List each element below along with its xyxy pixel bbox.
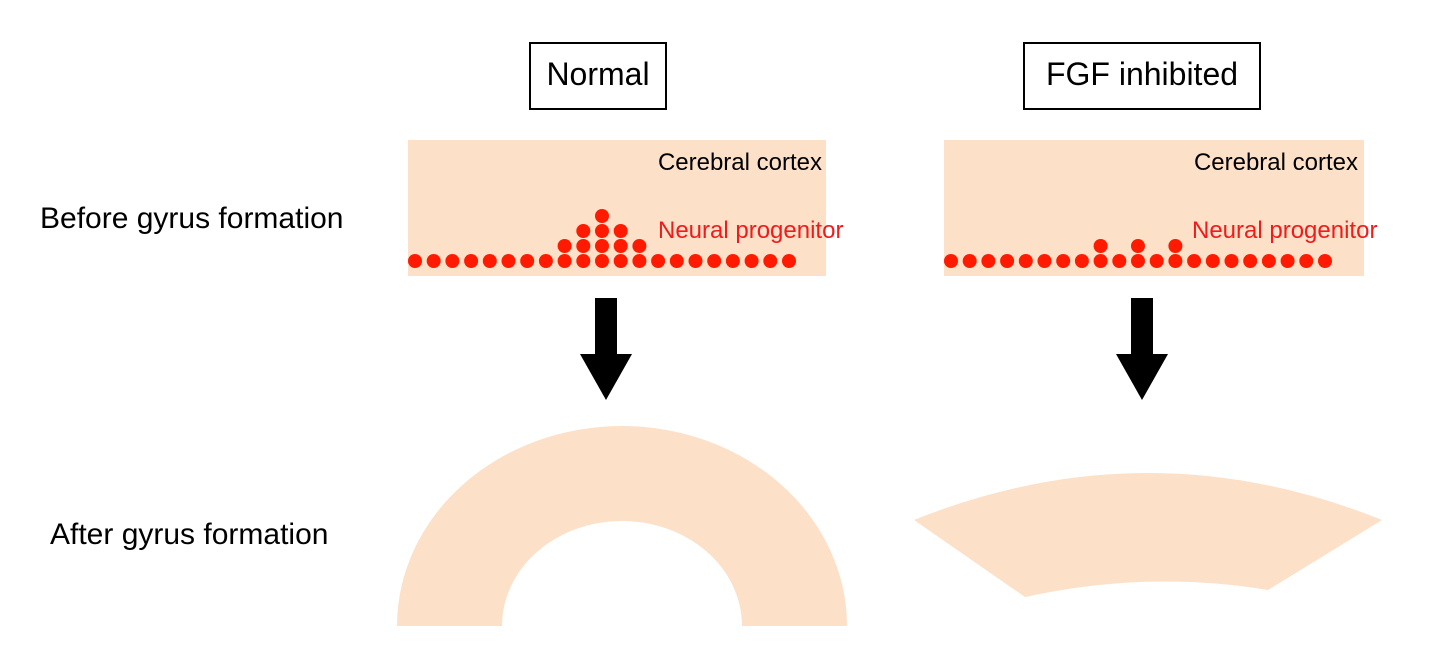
cortex-label-normal: Cerebral cortex bbox=[658, 149, 822, 176]
progenitor-cell bbox=[669, 254, 684, 268]
progenitor-cell bbox=[1243, 254, 1258, 268]
progenitor-cell bbox=[944, 254, 958, 268]
title-box-fgf-inhibited bbox=[1023, 42, 1261, 110]
progenitor-cell bbox=[782, 254, 796, 268]
progenitor-cell bbox=[1056, 254, 1071, 268]
progenitor-cell bbox=[595, 209, 609, 223]
progenitor-cell bbox=[1187, 254, 1202, 268]
progenitor-cell bbox=[1131, 254, 1145, 268]
progenitor-cell bbox=[501, 254, 516, 268]
progenitor-cell bbox=[1224, 254, 1239, 268]
progenitor-cell bbox=[981, 254, 996, 268]
progenitor-cell bbox=[962, 254, 977, 268]
progenitor-cell bbox=[1037, 254, 1052, 268]
progenitor-cell bbox=[707, 254, 722, 268]
title-normal: Normal bbox=[546, 56, 649, 92]
progenitor-cell bbox=[1168, 254, 1183, 268]
progenitor-cell bbox=[408, 254, 422, 268]
progenitor-cell bbox=[538, 254, 553, 268]
title-fgf-inhibited: FGF inhibited bbox=[1046, 56, 1238, 92]
progenitor-cells-fgf-inhibited bbox=[944, 239, 1332, 268]
cortex-before-normal bbox=[408, 140, 826, 276]
down-arrow-normal bbox=[580, 298, 632, 400]
progenitor-cell bbox=[557, 239, 572, 253]
progenitor-cell bbox=[632, 239, 647, 253]
progenitor-cell bbox=[520, 254, 535, 268]
progenitor-cell bbox=[576, 254, 591, 268]
progenitor-cell bbox=[1149, 254, 1164, 268]
progenitor-cell bbox=[651, 254, 666, 268]
progenitor-cell bbox=[1131, 239, 1145, 253]
progenitor-cell bbox=[613, 239, 628, 253]
progenitor-cell bbox=[1168, 239, 1183, 253]
progenitor-cell bbox=[688, 254, 703, 268]
progenitor-cell bbox=[1093, 239, 1108, 253]
progenitor-cell bbox=[482, 254, 497, 268]
progenitor-cell bbox=[576, 239, 591, 253]
progenitor-label-normal: Neural progenitor bbox=[658, 217, 843, 244]
progenitor-cell bbox=[557, 254, 572, 268]
progenitor-cell bbox=[613, 254, 628, 268]
progenitor-cell bbox=[576, 224, 591, 238]
row-label-before: Before gyrus formation bbox=[40, 202, 343, 235]
progenitor-cell bbox=[725, 254, 740, 268]
progenitor-label-fgf-inhibited: Neural progenitor bbox=[1192, 217, 1377, 244]
progenitor-cell bbox=[1074, 254, 1089, 268]
progenitor-cell bbox=[595, 224, 609, 238]
progenitor-cell bbox=[1280, 254, 1295, 268]
cortex-before-fgf-inhibited bbox=[944, 140, 1364, 276]
progenitor-cells-normal bbox=[408, 209, 796, 268]
progenitor-cell bbox=[1093, 254, 1108, 268]
gyrus-after-fgf-inhibited bbox=[914, 473, 1382, 597]
progenitor-cell bbox=[1318, 254, 1332, 268]
progenitor-cell bbox=[1018, 254, 1033, 268]
progenitor-cell bbox=[1112, 254, 1127, 268]
progenitor-cell bbox=[445, 254, 460, 268]
down-arrow-fgf-inhibited bbox=[1116, 298, 1168, 400]
progenitor-cell bbox=[613, 224, 628, 238]
cortex-label-fgf-inhibited: Cerebral cortex bbox=[1194, 149, 1358, 176]
progenitor-cell bbox=[595, 239, 609, 253]
progenitor-cell bbox=[426, 254, 441, 268]
gyrus-after-normal bbox=[397, 426, 847, 626]
progenitor-cell bbox=[632, 254, 647, 268]
progenitor-cell bbox=[1205, 254, 1220, 268]
progenitor-cell bbox=[1299, 254, 1314, 268]
progenitor-cell bbox=[1000, 254, 1015, 268]
progenitor-cell bbox=[763, 254, 778, 268]
progenitor-cell bbox=[1261, 254, 1276, 268]
row-label-after: After gyrus formation bbox=[50, 518, 328, 551]
title-box-normal bbox=[529, 42, 667, 110]
progenitor-cell bbox=[744, 254, 759, 268]
column-normal: Normal Cerebral cortex Neural progenitor bbox=[397, 42, 847, 626]
column-fgf-inhibited: FGF inhibited Cerebral cortex Neural pro… bbox=[914, 42, 1382, 597]
progenitor-cell bbox=[595, 254, 609, 268]
progenitor-cell bbox=[464, 254, 479, 268]
